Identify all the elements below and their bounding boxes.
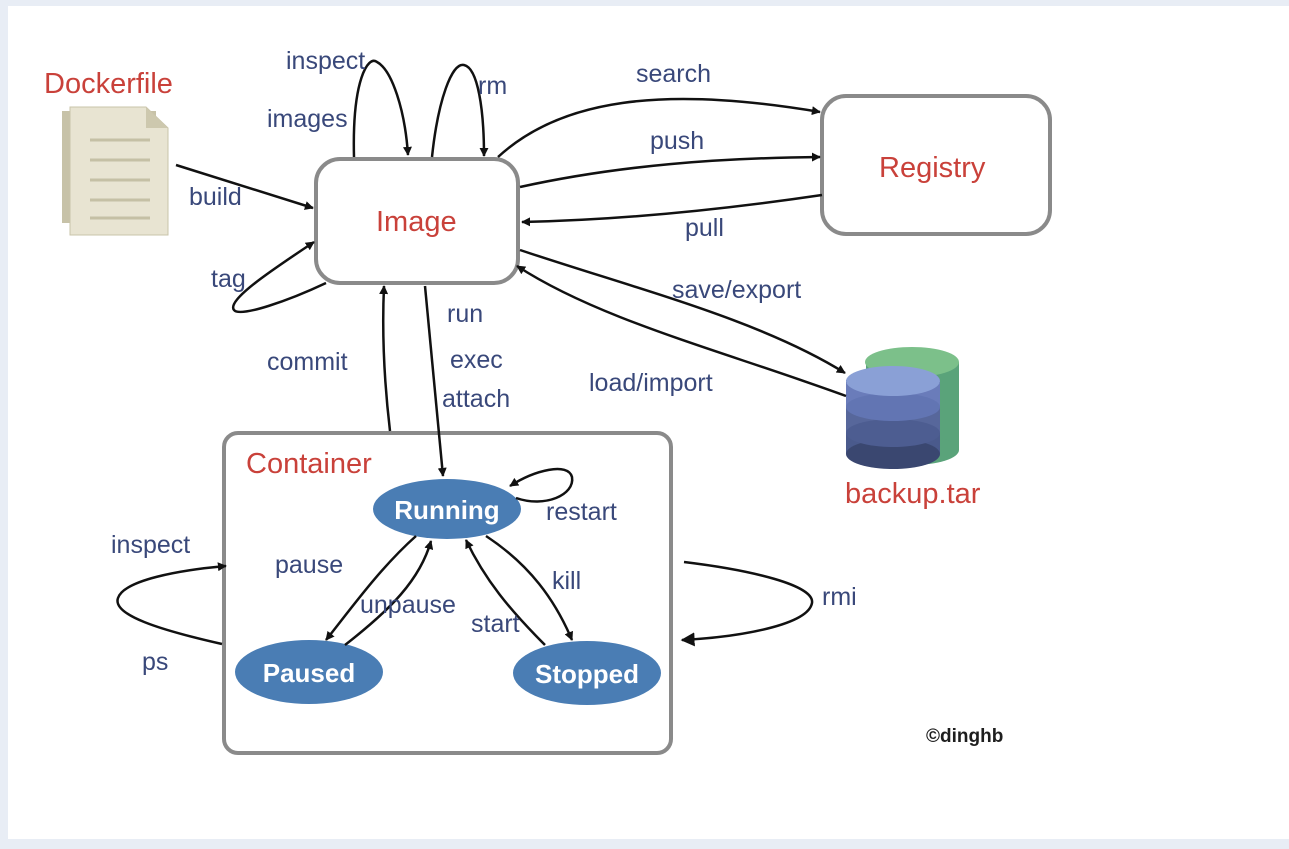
kill-label: kill xyxy=(552,567,581,595)
pause-label: pause xyxy=(275,551,343,579)
tag-loop xyxy=(231,240,327,314)
attach-label: attach xyxy=(442,385,510,413)
ps-label: ps xyxy=(142,648,168,676)
search-label: search xyxy=(636,60,711,88)
commit-arrow xyxy=(379,285,392,432)
running-label: Running xyxy=(394,495,499,525)
commit-label: commit xyxy=(267,348,348,376)
run-label: run xyxy=(447,300,483,328)
stopped-state xyxy=(513,641,661,705)
start-label: start xyxy=(471,610,520,638)
unpause-label: unpause xyxy=(360,591,456,619)
load-import-label: load/import xyxy=(589,369,713,397)
search-arrow xyxy=(497,97,821,158)
credit-text: ©dinghb xyxy=(926,726,1003,747)
rmi-loop xyxy=(680,560,814,647)
save-export-label: save/export xyxy=(672,276,801,304)
kill-arrow xyxy=(485,534,574,641)
paused-state xyxy=(235,640,383,704)
inspect-container-label: inspect xyxy=(111,531,190,559)
dockerfile-title: Dockerfile xyxy=(44,68,173,100)
pull-label: pull xyxy=(685,214,724,242)
restart-loop xyxy=(509,467,574,503)
image-node xyxy=(314,157,520,285)
exec-label: exec xyxy=(450,346,503,374)
inspect-label: inspect xyxy=(286,47,365,75)
stopped-label: Stopped xyxy=(535,659,639,689)
build-arrow xyxy=(175,163,314,210)
images-label: images xyxy=(267,105,348,133)
pause-arrow xyxy=(325,535,417,641)
paused-label: Paused xyxy=(263,658,356,688)
save-export-arrow xyxy=(519,248,846,375)
build-label: build xyxy=(189,183,242,211)
rmi-label: rmi xyxy=(822,583,857,611)
inspect-images-loop xyxy=(352,59,412,158)
registry-title: Registry xyxy=(879,152,986,184)
running-state xyxy=(373,479,521,539)
edges xyxy=(116,59,847,647)
restart-label: restart xyxy=(546,498,617,526)
rm-loop xyxy=(430,63,489,158)
push-label: push xyxy=(650,127,704,155)
run-arrow xyxy=(423,285,447,477)
registry-node xyxy=(820,94,1052,236)
tag-label: tag xyxy=(211,265,246,293)
backup-title: backup.tar xyxy=(845,478,981,510)
start-arrow xyxy=(464,539,546,646)
container-title: Container xyxy=(246,448,372,480)
image-title: Image xyxy=(376,206,457,238)
unpause-arrow xyxy=(344,540,434,646)
load-import-arrow xyxy=(516,264,847,398)
push-arrow xyxy=(519,152,821,189)
database-icon xyxy=(846,347,959,469)
inspect-ps-loop xyxy=(116,562,227,646)
dockerfile-document-icon xyxy=(62,106,169,236)
rm-label: rm xyxy=(478,72,507,100)
pull-arrow xyxy=(521,193,823,227)
